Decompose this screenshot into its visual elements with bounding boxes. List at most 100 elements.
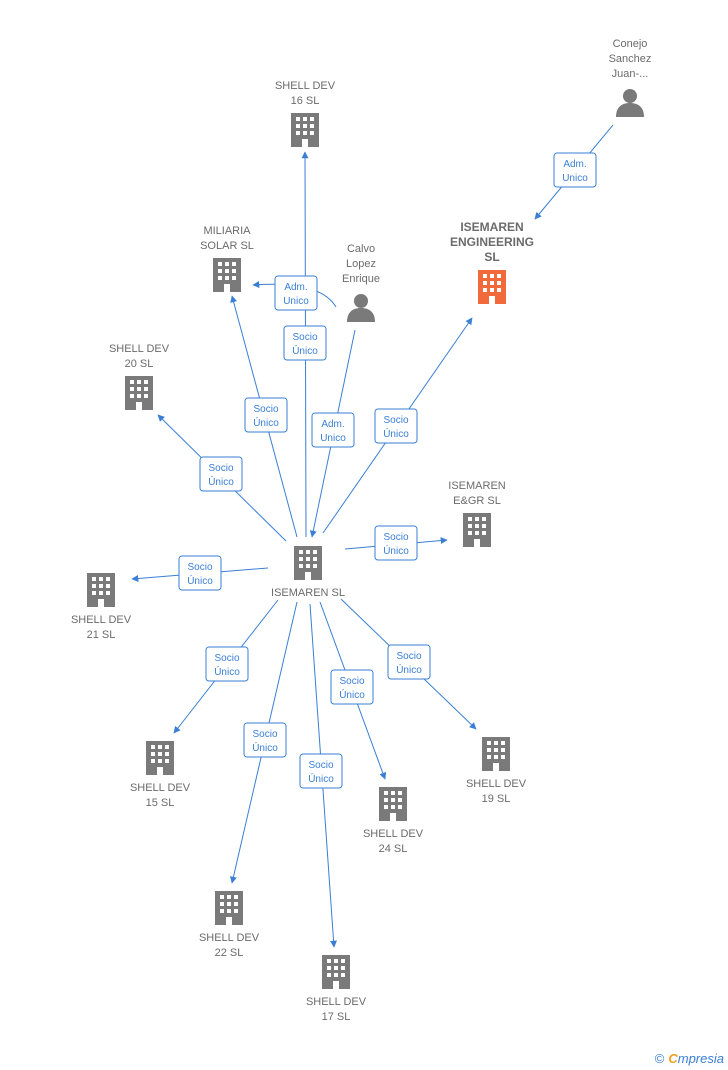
building-icon [482, 737, 510, 771]
node-label: SHELL DEV [275, 80, 336, 92]
relation-label-box [283, 325, 327, 361]
relation-label-text: Socio [252, 729, 277, 740]
node-label: Lopez [346, 258, 376, 270]
node-label: SOLAR SL [200, 240, 254, 252]
relation-label-text: Socio [187, 562, 212, 573]
node-label: ISEMAREN [460, 220, 523, 234]
person-icon [347, 294, 375, 322]
relation-label-text: Único [208, 475, 234, 488]
relation-label-text: Socio [396, 651, 421, 662]
edge-conejo-engineering: Adm.Unico [534, 124, 614, 220]
edge-calvo-miliaria: Adm. Unico [252, 275, 337, 311]
node-label: Calvo [347, 243, 375, 255]
relation-label-box [244, 397, 288, 433]
node-label: 22 SL [215, 947, 244, 959]
node-label: SHELL DEV [109, 343, 170, 355]
relation-label-box [178, 555, 222, 591]
relation-label-box [199, 456, 243, 492]
building-icon [87, 573, 115, 607]
relation-label-text: Adm. [284, 282, 307, 293]
relation-label-text: Socio [383, 415, 408, 426]
relation-label-text: Unico [320, 433, 346, 444]
node-isemaren[interactable]: ISEMAREN SL [271, 546, 345, 599]
node-label: SL [484, 250, 499, 264]
relation-label-text: Único [308, 772, 334, 785]
node-label: 21 SL [87, 629, 116, 641]
edge-calvo-isemaren: Adm. Unico [309, 329, 356, 538]
relation-label-text: Socio [253, 404, 278, 415]
relation-label[interactable]: Adm. Unico [311, 412, 355, 448]
node-dev20[interactable]: SHELL DEV 20 SL [109, 343, 170, 410]
building-icon [125, 376, 153, 410]
relation-label-text: Socio [214, 653, 239, 664]
brand-initial: C [668, 1051, 678, 1066]
building-icon [213, 258, 241, 292]
node-label: Enrique [342, 273, 380, 285]
node-label: Conejo [613, 38, 648, 50]
relation-label-box [205, 646, 249, 682]
node-label: SHELL DEV [363, 828, 424, 840]
relation-label-box [274, 275, 318, 311]
building-icon [478, 270, 506, 304]
relation-label-box [299, 753, 343, 789]
relation-label-box [243, 722, 287, 758]
relation-label-text: Socio [339, 676, 364, 687]
relation-label-text: Único [252, 741, 278, 754]
building-icon [291, 113, 319, 147]
relation-label-box [311, 412, 355, 448]
building-icon [294, 546, 322, 580]
node-dev15[interactable]: SHELL DEV 15 SL [130, 741, 191, 809]
node-label: 20 SL [125, 358, 154, 370]
node-label: ENGINEERING [450, 235, 534, 249]
relation-label-text: Adm. [321, 419, 344, 430]
relation-label-text: Único [339, 688, 365, 701]
building-icon [215, 891, 243, 925]
relation-label-box [387, 644, 431, 680]
node-label: Juan-... [612, 68, 649, 80]
relation-label-text: Unico [562, 173, 588, 184]
node-label: 19 SL [482, 793, 511, 805]
building-icon [379, 787, 407, 821]
node-label: 15 SL [146, 797, 175, 809]
relation-label[interactable]: Adm. Unico [274, 275, 318, 311]
relation-label-text: Unico [283, 296, 309, 307]
node-label: 24 SL [379, 843, 408, 855]
node-dev24[interactable]: SHELL DEV 24 SL [363, 787, 424, 855]
relation-label-text: Único [383, 427, 409, 440]
relation-label-text: Socio [308, 760, 333, 771]
node-label: SHELL DEV [130, 782, 191, 794]
relation-label-box [330, 669, 374, 705]
relation-label[interactable]: Adm.Unico [553, 152, 597, 188]
node-label: SHELL DEV [306, 996, 367, 1008]
relation-label-box [553, 152, 597, 188]
node-conejo[interactable]: ConejoSanchezJuan-... [609, 38, 652, 117]
